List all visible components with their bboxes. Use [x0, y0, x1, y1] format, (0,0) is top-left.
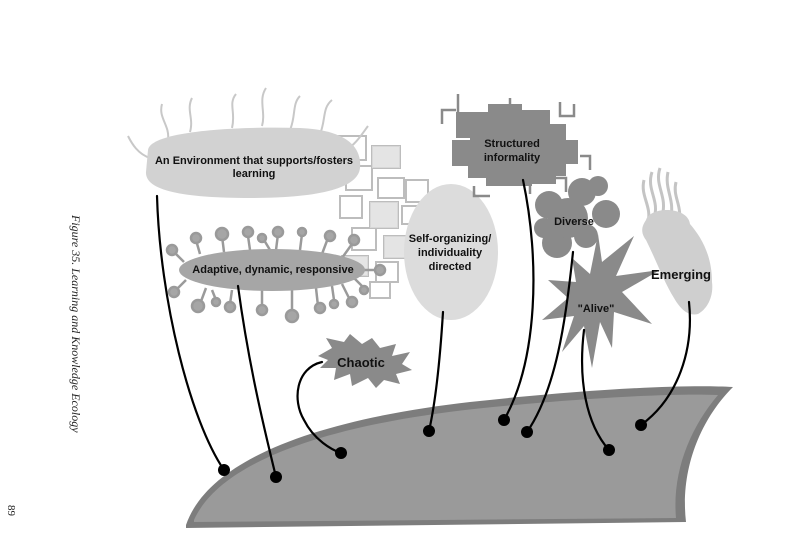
- leader-dot-structured: [498, 414, 510, 426]
- leader-alive: [581, 328, 611, 452]
- diverse-blob: Diverse: [534, 176, 620, 258]
- leader-dot-environment: [218, 464, 230, 476]
- emerging-blob: Emerging: [641, 167, 713, 315]
- leader-self-organizing: [427, 310, 445, 433]
- node-label-chaotic: Chaotic: [337, 355, 385, 370]
- leader-dot-chaotic: [335, 447, 347, 459]
- alive-blob: "Alive": [542, 234, 660, 368]
- structured-blob: Structured informality: [440, 94, 592, 198]
- chaotic-blob: Chaotic: [318, 334, 412, 388]
- leader-dot-emerging: [635, 419, 647, 431]
- page-number: 89: [5, 505, 17, 517]
- node-label-emerging: Emerging: [651, 267, 711, 282]
- node-label-diverse: Diverse: [554, 216, 594, 228]
- node-label-self-organizing-line2: individuality: [418, 247, 483, 259]
- figure-caption: Figure 35. Learning and Knowledge Ecolog…: [69, 214, 83, 433]
- leader-dot-self-organizing: [423, 425, 435, 437]
- node-label-adaptive: Adaptive, dynamic, responsive: [192, 264, 353, 276]
- node-label-environment-line1: An Environment that supports/fosters: [155, 155, 353, 167]
- leader-dot-alive: [603, 444, 615, 456]
- node-label-structured-line2: informality: [484, 152, 541, 164]
- node-label-self-organizing-line3: directed: [429, 261, 472, 273]
- node-label-environment-line2: learning: [233, 168, 276, 180]
- leader-emerging: [639, 300, 691, 427]
- leader-chaotic: [296, 360, 343, 455]
- leader-diverse: [525, 250, 575, 434]
- leader-environment: [155, 194, 226, 472]
- environment-blob: An Environment that supports/fosters lea…: [127, 87, 369, 198]
- node-label-self-organizing-line1: Self-organizing/: [409, 233, 492, 245]
- leader-dot-diverse: [521, 426, 533, 438]
- node-label-structured-line1: Structured: [484, 138, 540, 150]
- leader-structured: [502, 178, 535, 422]
- node-label-alive: "Alive": [578, 303, 615, 315]
- self-organizing-blob: Self-organizing/ individuality directed: [404, 184, 498, 320]
- leader-dot-adaptive: [270, 471, 282, 483]
- leader-adaptive: [236, 284, 278, 479]
- adaptive-blob: Adaptive, dynamic, responsive: [165, 225, 387, 324]
- ground-shape: [186, 386, 733, 528]
- leader-lines: [155, 178, 691, 483]
